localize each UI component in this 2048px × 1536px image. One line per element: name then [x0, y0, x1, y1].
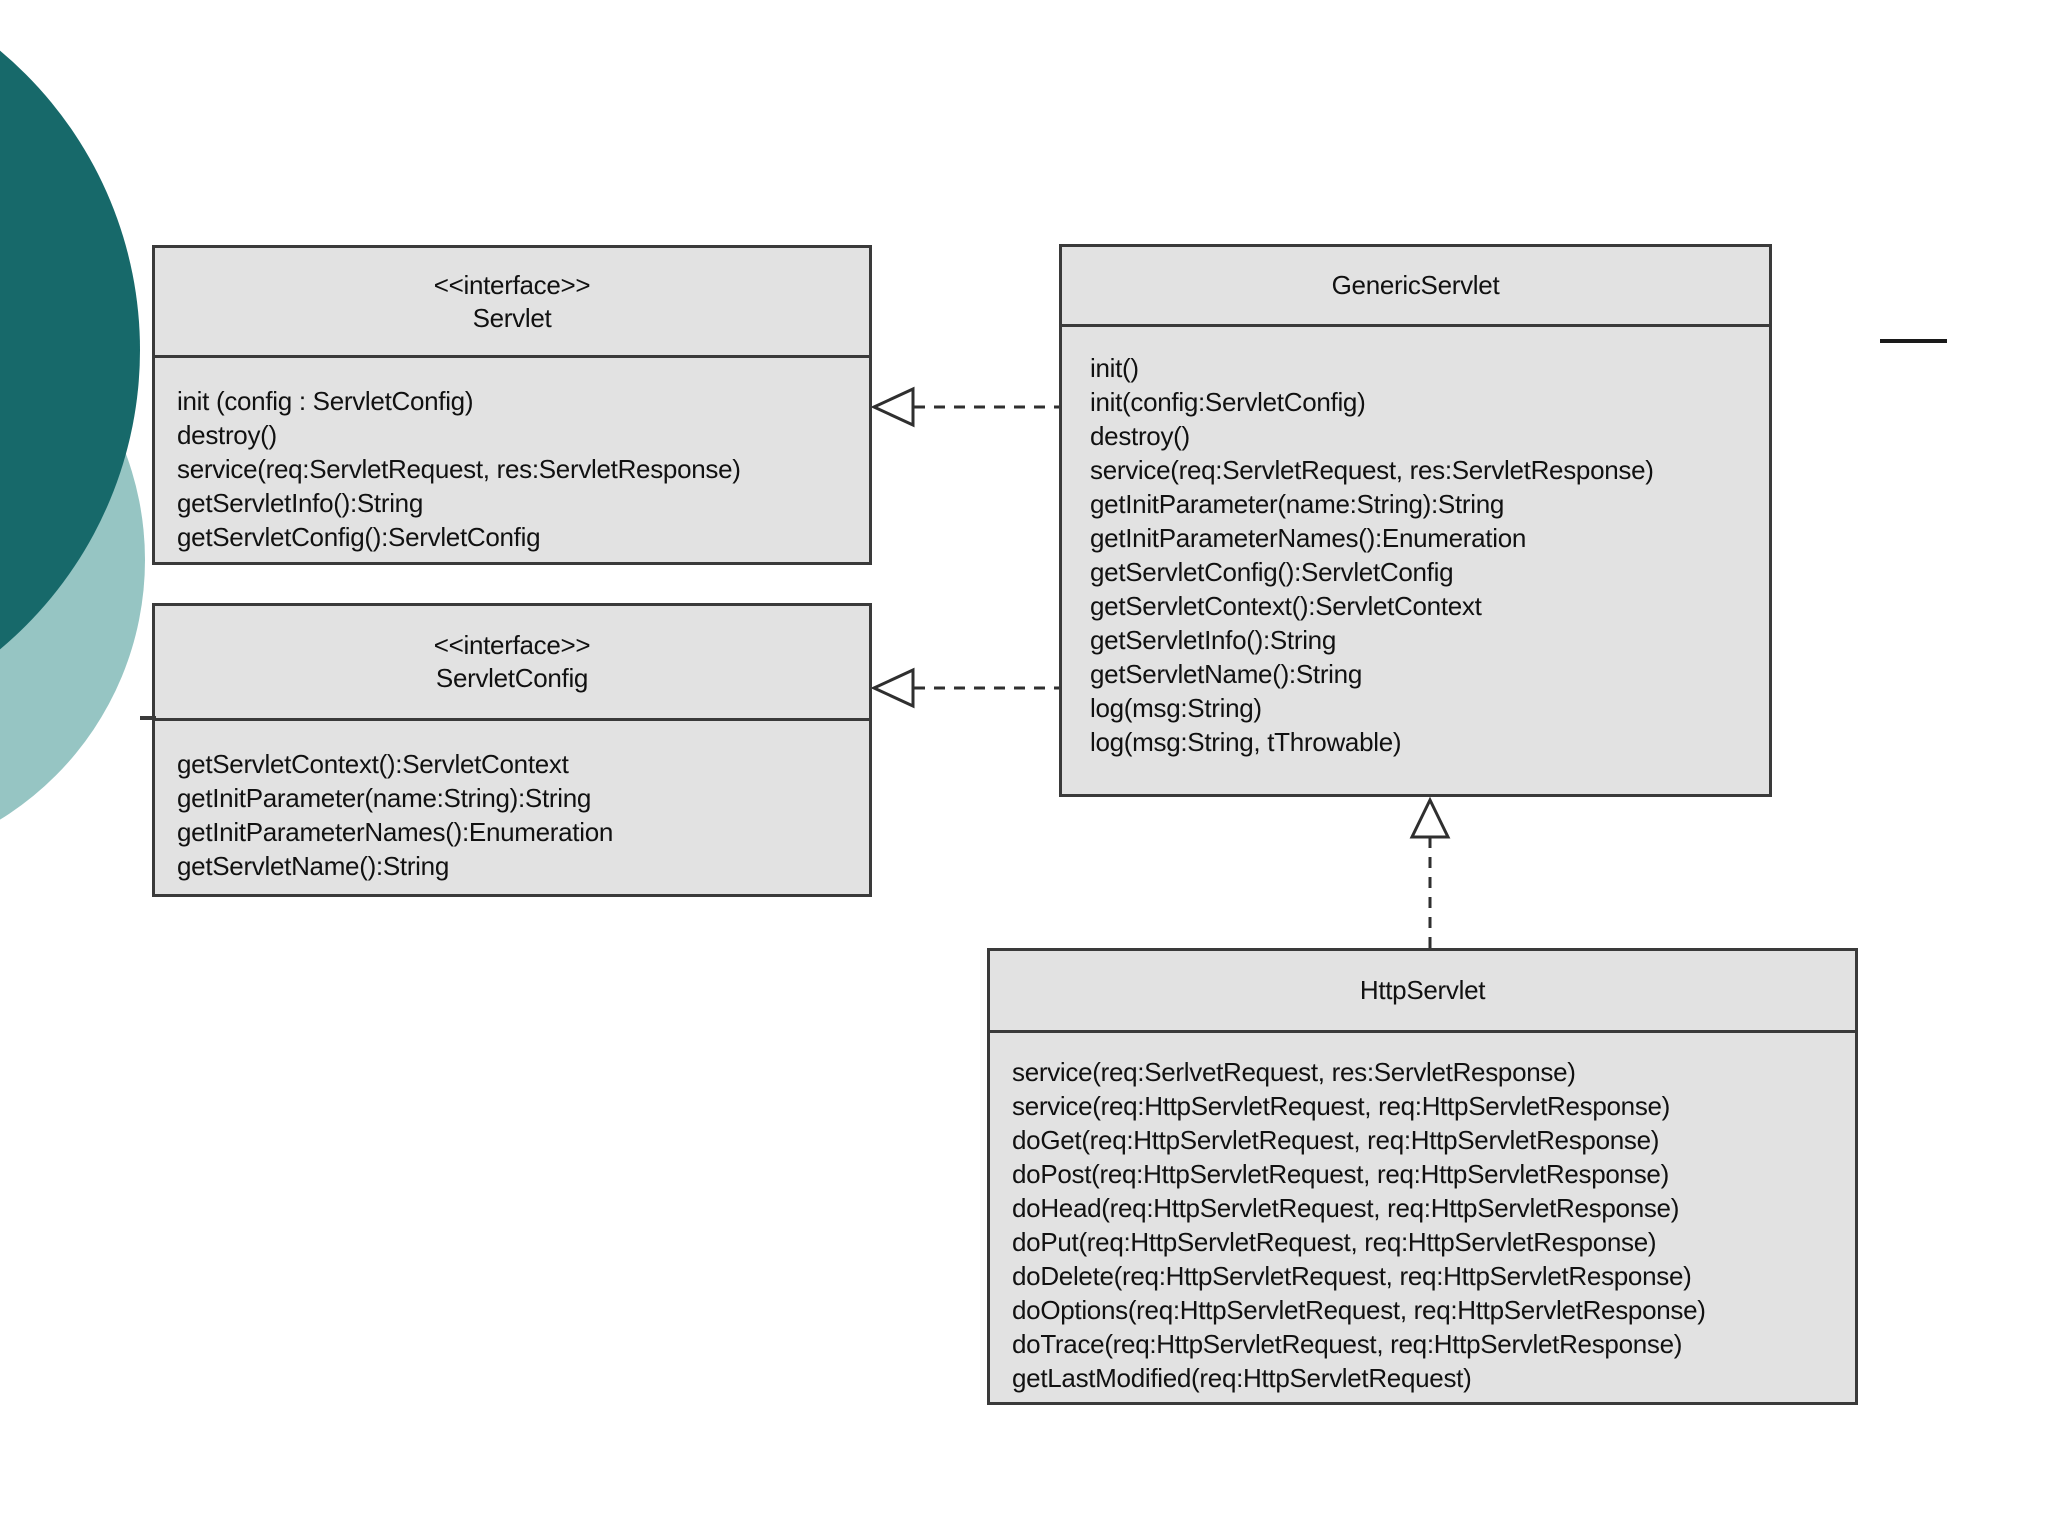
method-line: init (config : ServletConfig): [177, 386, 474, 416]
method-line: getServletContext():ServletContext: [1090, 591, 1482, 621]
class-box-genericservlet: GenericServlet init() init(config:Servle…: [1059, 244, 1772, 797]
method-list-servlet: init (config : ServletConfig) destroy() …: [155, 358, 869, 562]
class-name-servlet: Servlet: [472, 302, 552, 333]
method-line: getServletContext():ServletContext: [177, 749, 569, 779]
class-header-servletconfig: <<interface>> ServletConfig: [155, 606, 869, 721]
class-name-genericservlet: GenericServlet: [1331, 270, 1500, 300]
method-line: doPut(req:HttpServletRequest, req:HttpSe…: [1012, 1227, 1657, 1257]
method-line: service(req:SerlvetRequest, res:ServletR…: [1012, 1057, 1576, 1087]
class-box-servlet: <<interface>> Servlet init (config : Ser…: [152, 245, 872, 565]
method-line: getInitParameterNames():Enumeration: [177, 817, 614, 847]
method-line: getServletInfo():String: [1090, 625, 1336, 655]
top-right-dash-mark: [1880, 339, 1947, 343]
method-line: doTrace(req:HttpServletRequest, req:Http…: [1012, 1329, 1683, 1359]
method-line: getInitParameter(name:String):String: [1090, 489, 1505, 519]
method-line: getLastModified(req:HttpServletRequest): [1012, 1363, 1472, 1393]
method-line: getInitParameter(name:String):String: [177, 783, 592, 813]
stereotype-label: <<interface>>: [433, 630, 591, 660]
method-line: service(req:ServletRequest, res:ServletR…: [177, 454, 741, 484]
class-header-httpservlet: HttpServlet: [990, 951, 1855, 1033]
class-box-servletconfig: <<interface>> ServletConfig getServletCo…: [152, 603, 872, 897]
method-line: service(req:HttpServletRequest, req:Http…: [1012, 1091, 1671, 1121]
method-line: getInitParameterNames():Enumeration: [1090, 523, 1527, 553]
method-line: doPost(req:HttpServletRequest, req:HttpS…: [1012, 1159, 1669, 1189]
class-header-servlet: <<interface>> Servlet: [155, 248, 869, 358]
method-line: doGet(req:HttpServletRequest, req:HttpSe…: [1012, 1125, 1660, 1155]
method-line: service(req:ServletRequest, res:ServletR…: [1090, 455, 1654, 485]
realization-triangle-servletconfig: [870, 667, 915, 709]
method-line: getServletConfig():ServletConfig: [177, 522, 541, 552]
method-list-genericservlet: init() init(config:ServletConfig) destro…: [1062, 327, 1769, 794]
class-name-httpservlet: HttpServlet: [1359, 975, 1486, 1005]
method-line: destroy(): [177, 420, 277, 450]
method-list-httpservlet: service(req:SerlvetRequest, res:ServletR…: [990, 1033, 1855, 1402]
method-line: log(msg:String, tThrowable): [1090, 727, 1402, 757]
stereotype-label: <<interface>>: [433, 269, 591, 300]
method-line: doHead(req:HttpServletRequest, req:HttpS…: [1012, 1193, 1680, 1223]
realization-triangle-servlet: [870, 386, 915, 428]
method-line: getServletName():String: [177, 851, 449, 881]
method-line: doOptions(req:HttpServletRequest, req:Ht…: [1012, 1295, 1706, 1325]
class-name-servletconfig: ServletConfig: [435, 663, 589, 693]
method-line: log(msg:String): [1090, 693, 1262, 723]
method-line: init(): [1090, 353, 1139, 383]
method-line: getServletConfig():ServletConfig: [1090, 557, 1454, 587]
method-line: getServletName():String: [1090, 659, 1362, 689]
method-line: getServletInfo():String: [177, 488, 423, 518]
method-list-servletconfig: getServletContext():ServletContext getIn…: [155, 721, 869, 894]
method-line: destroy(): [1090, 421, 1190, 451]
class-header-genericservlet: GenericServlet: [1062, 247, 1769, 327]
separator-overshoot-mark: [140, 716, 156, 720]
class-box-httpservlet: HttpServlet service(req:SerlvetRequest, …: [987, 948, 1858, 1405]
method-line: doDelete(req:HttpServletRequest, req:Htt…: [1012, 1261, 1692, 1291]
generalization-triangle-genericservlet: [1409, 796, 1451, 839]
method-line: init(config:ServletConfig): [1090, 387, 1366, 417]
